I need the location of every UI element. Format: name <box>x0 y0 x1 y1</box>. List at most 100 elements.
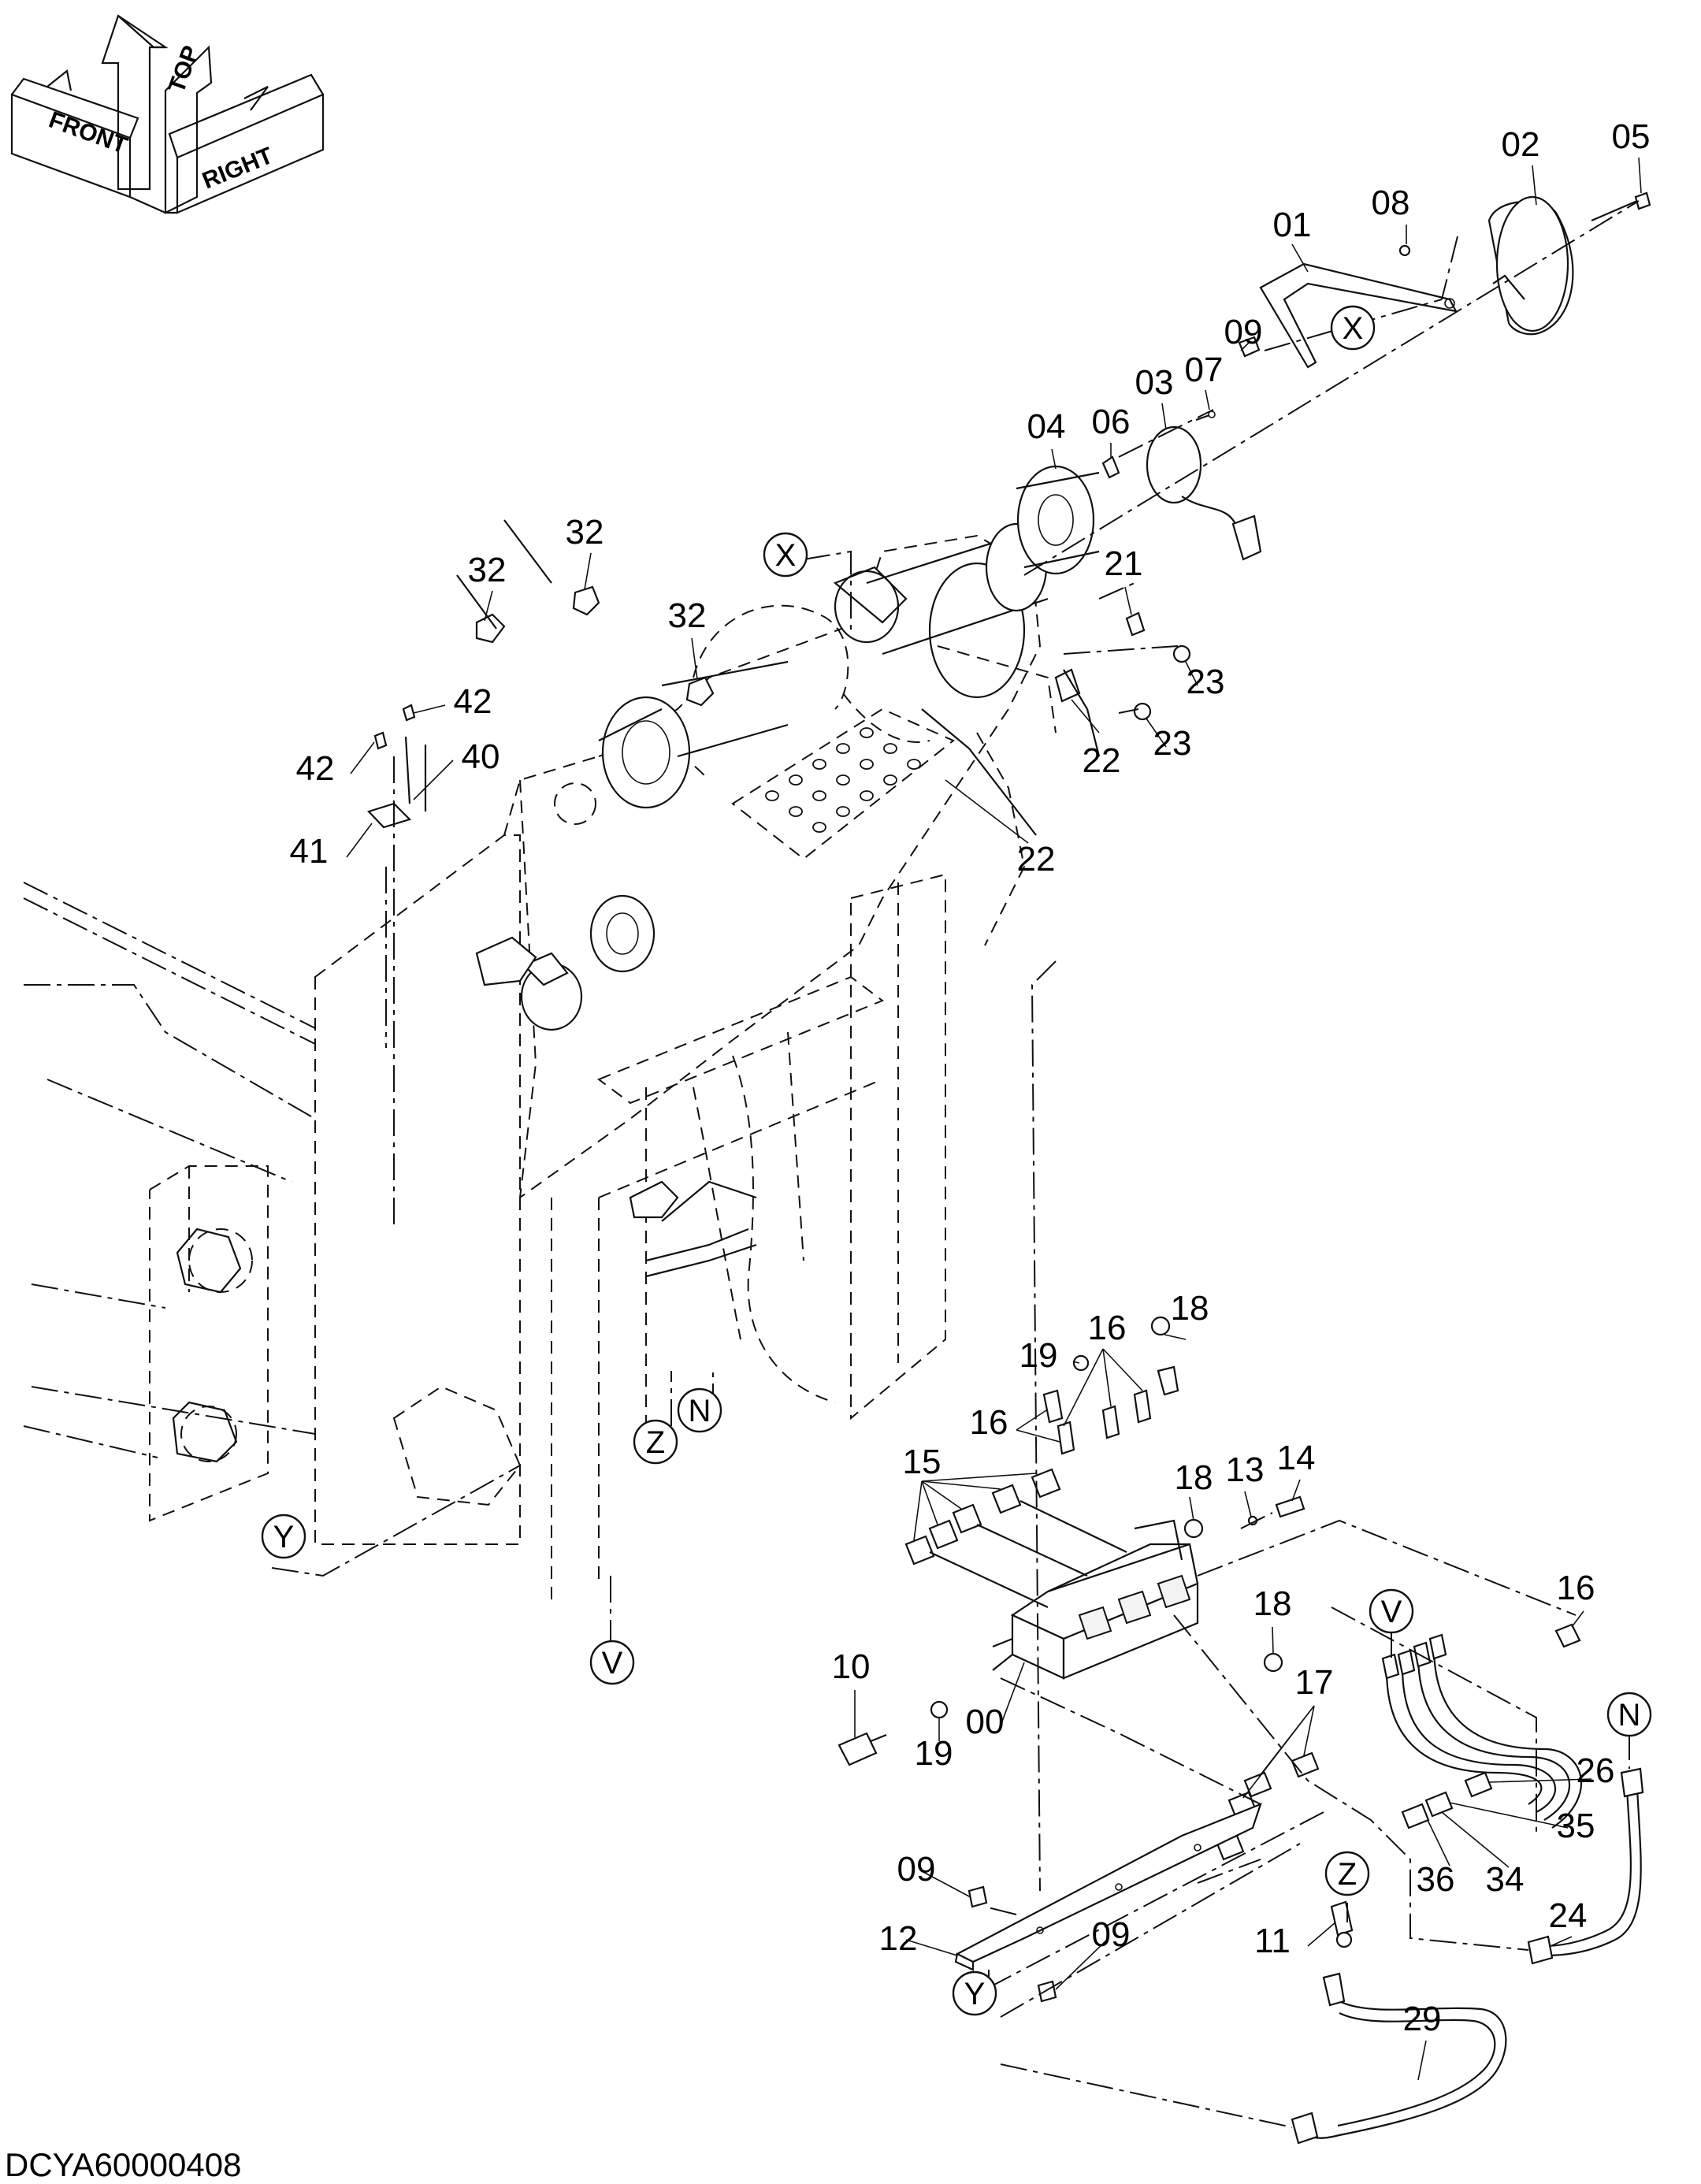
part-callout-c22a: 22 <box>1083 741 1121 780</box>
part-callout-c32c: 32 <box>668 596 707 635</box>
part-callout-c17: 17 <box>1295 1663 1334 1702</box>
part-callout-c18a: 18 <box>1171 1289 1209 1328</box>
part-01-bracket <box>1259 262 1458 369</box>
part-callout-c00: 00 <box>966 1703 1005 1741</box>
hose-29 <box>1291 1972 1507 2145</box>
part-16-elbows <box>1042 1365 1581 1648</box>
part-05-bolt <box>1591 191 1651 222</box>
reference-circle-ring <box>1330 305 1376 351</box>
reference-letter: X <box>775 538 797 573</box>
part-09-bolt-upper <box>1238 336 1261 358</box>
part-callout-c09b: 09 <box>897 1850 936 1889</box>
reference-circle-rX1: X <box>1330 305 1376 351</box>
part-callout-c16b: 16 <box>970 1403 1008 1442</box>
part-02-cover-cup <box>1487 195 1574 336</box>
reference-circle-rX2: X <box>763 532 808 578</box>
boom-pin-boss-upper <box>598 696 691 809</box>
reference-circle-rV2: V <box>1369 1588 1414 1634</box>
reference-circle-rN1: N <box>677 1387 722 1433</box>
orientation-indicator-icon: FRONT TOP RIGHT <box>10 14 325 214</box>
reference-circle-rZ2: Z <box>1324 1851 1370 1896</box>
reference-letter: Y <box>273 1520 295 1554</box>
reference-circle-ring <box>1369 1588 1414 1634</box>
part-callout-c11: 11 <box>1254 1922 1291 1960</box>
part-callout-c32b: 32 <box>468 551 507 589</box>
reference-circle-ring <box>589 1640 635 1685</box>
part-callout-c41: 41 <box>290 832 329 871</box>
part-04-flange-ring <box>1016 465 1100 575</box>
reference-letter: N <box>1618 1698 1641 1733</box>
part-11-fitting <box>1330 1900 1354 1948</box>
part-callout-c23a: 23 <box>1187 663 1225 701</box>
parts-21-22-23-fittings <box>921 611 1191 836</box>
part-callout-c34: 34 <box>1486 1860 1525 1899</box>
part-callout-c29: 29 <box>1403 2000 1442 2038</box>
part-callout-c19b: 19 <box>915 1734 953 1773</box>
drawing-reference-number: DCYA60000408 <box>5 2146 241 2183</box>
part-callout-c23b: 23 <box>1153 724 1192 763</box>
part-callout-c01: 01 <box>1273 206 1312 244</box>
boom-pin-boss-middle <box>589 894 656 973</box>
part-callout-c42a: 42 <box>454 682 492 721</box>
part-callout-c12: 12 <box>879 1919 918 1958</box>
part-callout-c32a: 32 <box>566 513 604 552</box>
part-callout-c14: 14 <box>1277 1439 1316 1477</box>
assembly-centerlines <box>271 200 1640 2128</box>
reference-circle-ring <box>1606 1692 1652 1737</box>
part-03-sensor-disc <box>1146 425 1262 561</box>
part-callout-c10: 10 <box>832 1647 871 1686</box>
part-callout-c07: 07 <box>1185 351 1224 389</box>
part-07-screw <box>1195 410 1216 422</box>
part-callout-c04: 04 <box>1027 407 1066 446</box>
part-09-bolts-lower <box>967 1885 1057 2003</box>
reference-circle-ring <box>677 1387 722 1433</box>
part-callout-c16c: 16 <box>1557 1569 1595 1607</box>
part-callout-c36: 36 <box>1417 1860 1455 1899</box>
part-00-control-valve-block <box>992 1519 1199 1680</box>
part-callout-c18b: 18 <box>1175 1458 1213 1497</box>
reference-circle-rY2: Y <box>952 1970 997 2016</box>
part-12-plate <box>954 1803 1262 1971</box>
part-callout-c24: 24 <box>1549 1896 1588 1935</box>
part-10-sensor <box>838 1732 887 1766</box>
part-callout-c09a: 09 <box>1224 313 1263 351</box>
boom-pin-boss-lower <box>520 952 583 1031</box>
part-32-clamps <box>456 519 715 707</box>
part-callout-c18c: 18 <box>1253 1584 1292 1623</box>
part-callout-c09c: 09 <box>1092 1915 1131 1954</box>
part-callout-c06: 06 <box>1092 403 1131 441</box>
part-18-plugs <box>1150 1316 1283 1673</box>
part-40-41-42-bracket <box>366 704 427 829</box>
reference-letter: X <box>1343 311 1364 346</box>
reference-letter: V <box>602 1646 623 1681</box>
orientation-top-label: TOP <box>164 43 205 97</box>
part-callout-c02: 02 <box>1502 125 1540 164</box>
hose-bundle-v <box>1381 1633 1583 1829</box>
reference-letter: V <box>1381 1595 1402 1629</box>
reference-letter: N <box>689 1394 711 1428</box>
reference-letter: Y <box>964 1977 986 2011</box>
part-callout-c26: 26 <box>1577 1751 1615 1790</box>
hose-24 <box>1527 1767 1644 1965</box>
reference-circle-rZ1: Z <box>633 1419 678 1465</box>
part-callout-c42b: 42 <box>296 749 335 788</box>
part-callout-c13: 13 <box>1226 1450 1265 1489</box>
part-callout-c21: 21 <box>1105 544 1143 583</box>
callout-leader-lines <box>346 157 1642 2081</box>
reference-letter: Z <box>646 1425 665 1460</box>
reference-circle-ring <box>763 532 808 578</box>
reference-circle-ring <box>261 1514 306 1559</box>
reference-circle-ring <box>952 1970 997 2016</box>
boom-frame-assembly <box>23 522 1057 1599</box>
perforated-cover-plate <box>731 708 955 860</box>
part-17-fittings <box>1216 1751 1320 1861</box>
part-callout-c08: 08 <box>1372 184 1410 222</box>
part-callout-c40: 40 <box>462 737 500 776</box>
reference-circle-ring <box>1324 1851 1370 1896</box>
part-15-fittings <box>904 1468 1127 1608</box>
part-callout-c03: 03 <box>1135 363 1174 402</box>
part-callout-c19a: 19 <box>1019 1336 1058 1375</box>
